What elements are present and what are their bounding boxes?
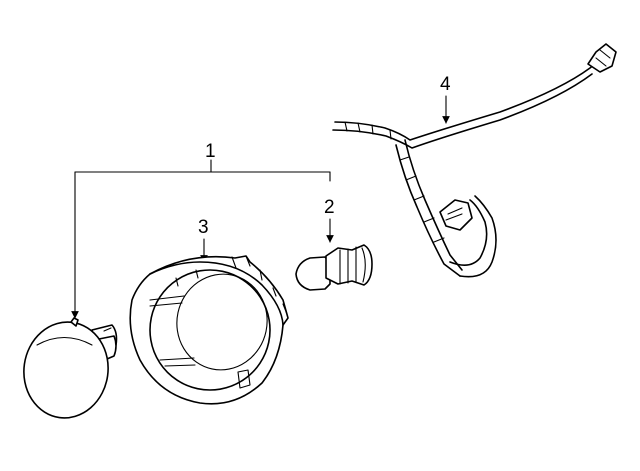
callout-2-label: 2 bbox=[324, 197, 335, 218]
callout-1-leader bbox=[71, 159, 331, 319]
callout-4-label: 4 bbox=[440, 74, 451, 95]
bulb bbox=[295, 244, 373, 291]
wire-harness bbox=[332, 43, 617, 278]
lamp-housing bbox=[129, 255, 289, 405]
callout-3-label: 3 bbox=[198, 217, 209, 238]
callout-1-label: 1 bbox=[205, 141, 216, 162]
side-marker-lens bbox=[23, 317, 118, 419]
